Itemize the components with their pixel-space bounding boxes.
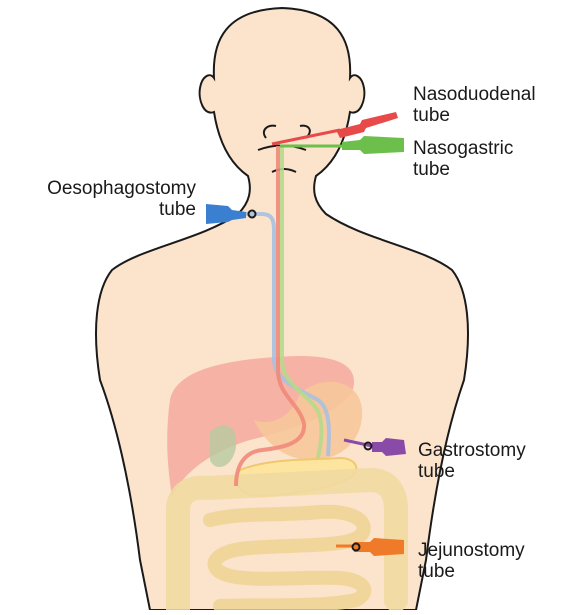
gastrostomy-label-line1: Gastrostomy [418,440,526,461]
gastrostomy-tube-label: Gastrostomy tube [418,440,526,482]
nasoduodenal-label-line2: tube [413,105,536,126]
oesophagostomy-tube-label: Oesophagostomy tube [10,178,196,220]
nasogastric-tube-label: Nasogastric tube [413,138,513,180]
oesophagostomy-label-line2: tube [10,199,196,220]
nasogastric-label-line2: tube [413,159,513,180]
nasogastric-connector [342,136,404,154]
oesophagostomy-label-line1: Oesophagostomy [10,178,196,199]
jejunostomy-label-line2: tube [418,561,525,582]
gastrostomy-label-line2: tube [418,461,526,482]
jejunostomy-tube-label: Jejunostomy tube [418,540,525,582]
nasoduodenal-tube-label: Nasoduodenal tube [413,84,536,126]
nasogastric-label-line1: Nasogastric [413,138,513,159]
jejunostomy-label-line1: Jejunostomy [418,540,525,561]
nasoduodenal-label-line1: Nasoduodenal [413,84,536,105]
